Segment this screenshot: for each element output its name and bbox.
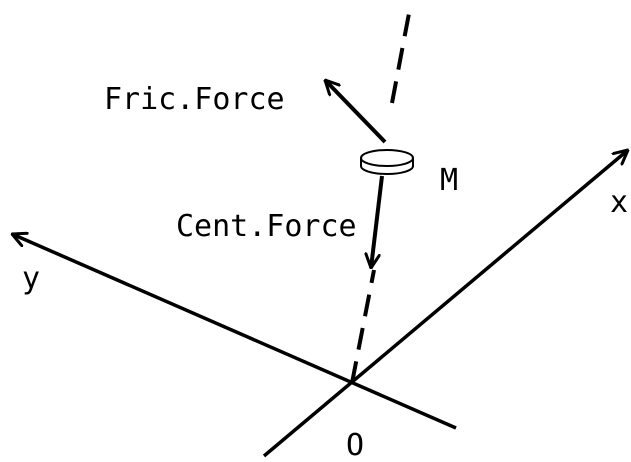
- centripetal-force-label: Cent.Force: [176, 209, 357, 244]
- x-axis-line: [262, 150, 628, 458]
- y-axis-line: [12, 234, 457, 430]
- centripetal-force-arrow: [371, 175, 384, 268]
- mass-puck: [360, 149, 414, 175]
- y-axis-label: y: [22, 261, 40, 296]
- friction-force-label: Fric.Force: [104, 82, 285, 117]
- friction-force-arrow: [325, 80, 387, 144]
- x-axis-label: x: [610, 185, 628, 220]
- radial-dashed-line-upper: [390, 7, 412, 104]
- radial-dashed-line-lower: [350, 269, 376, 384]
- mass-label: M: [440, 163, 458, 198]
- origin-label: O: [346, 428, 364, 462]
